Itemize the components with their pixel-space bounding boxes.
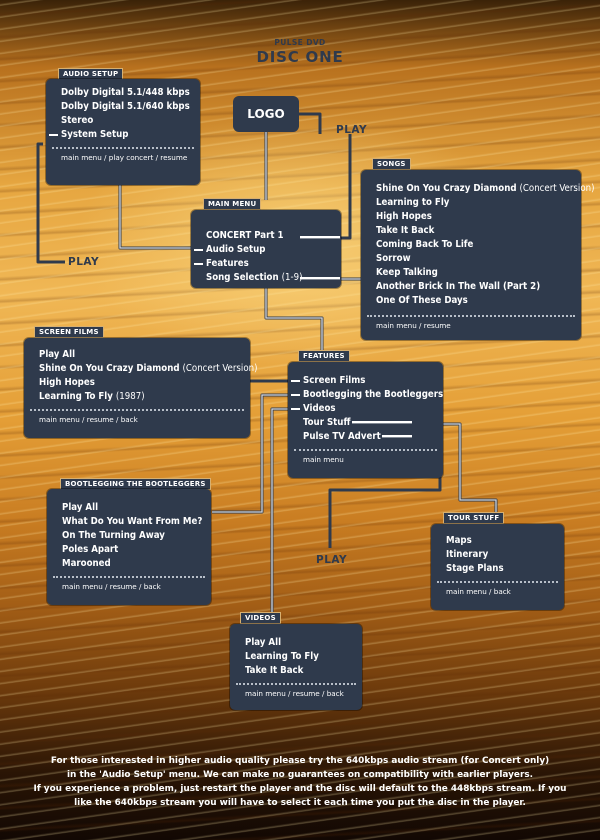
play-label-middle: PLAY <box>316 554 348 566</box>
screen-film-item[interactable]: Learning To Fly (1987) <box>39 391 145 402</box>
selector-dash <box>291 380 300 382</box>
bottom-note: For those interested in higher audio qua… <box>20 754 580 810</box>
header-small-title: PULSE DVD <box>274 38 326 47</box>
screen-films-footer[interactable]: main menu / resume / back <box>39 415 138 424</box>
bottom-note-line: like the 640kbps stream you will have to… <box>74 798 526 808</box>
divider <box>294 449 437 451</box>
features-footer[interactable]: main menu <box>303 455 344 464</box>
audio-option-448[interactable]: Dolby Digital 5.1/448 kbps <box>61 87 190 98</box>
selector-dash <box>49 134 58 136</box>
audio-option-stereo[interactable]: Stereo <box>61 115 94 126</box>
logo-node[interactable]: LOGO <box>233 96 299 132</box>
main-menu-concert[interactable]: CONCERT Part 1 <box>206 230 284 241</box>
songs-tag: SONGS <box>372 158 411 170</box>
main-menu-audio-setup[interactable]: Audio Setup <box>194 243 329 257</box>
tour-stuff-panel: Maps Itinerary Stage Plans main menu / b… <box>431 524 564 610</box>
screen-film-item[interactable]: Shine On You Crazy Diamond (Concert Vers… <box>39 363 258 374</box>
divider <box>437 581 558 583</box>
screen-film-item[interactable]: High Hopes <box>39 377 95 388</box>
play-label-left: PLAY <box>68 256 100 268</box>
audio-setup-footer[interactable]: main menu / play concert / resume <box>61 153 188 162</box>
audio-option-640[interactable]: Dolby Digital 5.1/640 kbps <box>61 101 190 112</box>
bottom-note-line: in the 'Audio Setup' menu. We can make n… <box>67 770 533 780</box>
divider <box>53 576 205 578</box>
selector-dash <box>194 263 203 265</box>
bootleg-item[interactable]: Marooned <box>62 558 111 569</box>
bootlegging-footer[interactable]: main menu / resume / back <box>62 582 161 591</box>
video-item[interactable]: Play All <box>245 637 282 648</box>
main-menu-song-selection[interactable]: Song Selection (1-9) <box>206 272 303 283</box>
videos-panel: Play All Learning To Fly Take It Back ma… <box>230 624 362 710</box>
divider <box>236 683 356 685</box>
audio-option-system-setup[interactable]: System Setup <box>49 128 188 142</box>
feature-screen-films[interactable]: Screen Films <box>291 374 431 388</box>
audio-setup-panel: Dolby Digital 5.1/448 kbps Dolby Digital… <box>46 79 200 185</box>
tour-item[interactable]: Maps <box>446 535 472 546</box>
play-label-top: PLAY <box>336 124 368 136</box>
selector-dash <box>291 408 300 410</box>
selector-dash <box>291 394 300 396</box>
song-item[interactable]: Shine On You Crazy Diamond (Concert Vers… <box>376 183 595 194</box>
tour-item[interactable]: Stage Plans <box>446 563 504 574</box>
tour-item[interactable]: Itinerary <box>446 549 489 560</box>
song-item[interactable]: High Hopes <box>376 211 432 222</box>
bootleg-item[interactable]: Poles Apart <box>62 544 119 555</box>
features-tag: FEATURES <box>298 350 350 362</box>
video-item[interactable]: Learning To Fly <box>245 651 319 662</box>
videos-tag: VIDEOS <box>240 612 281 624</box>
screen-film-item[interactable]: Play All <box>39 349 76 360</box>
tour-stuff-tag: TOUR STUFF <box>443 512 505 524</box>
divider <box>367 315 575 317</box>
song-item[interactable]: Another Brick In The Wall (Part 2) <box>376 281 541 292</box>
bootleg-item[interactable]: What Do You Want From Me? <box>62 516 203 527</box>
selector-dash <box>194 249 203 251</box>
songs-panel: Shine On You Crazy Diamond (Concert Vers… <box>361 170 595 340</box>
bootlegging-panel: Play All What Do You Want From Me? On Th… <box>47 489 211 605</box>
song-item[interactable]: Learning to Fly <box>376 197 450 208</box>
main-menu-tag: MAIN MENU <box>203 198 262 210</box>
divider <box>30 409 244 411</box>
divider <box>52 147 194 149</box>
main-menu-features[interactable]: Features <box>194 257 329 271</box>
feature-tour-stuff[interactable]: Tour Stuff <box>303 417 351 428</box>
bottom-note-line: If you experience a problem, just restar… <box>33 784 567 794</box>
videos-footer[interactable]: main menu / resume / back <box>245 689 344 698</box>
bottom-note-line: For those interested in higher audio qua… <box>50 756 550 766</box>
feature-videos[interactable]: Videos <box>291 402 431 416</box>
song-item[interactable]: One Of These Days <box>376 295 468 306</box>
header-disc-title: DISC ONE <box>256 48 344 66</box>
song-item[interactable]: Keep Talking <box>376 267 438 278</box>
features-panel: Screen Films Bootlegging the Bootleggers… <box>288 362 443 478</box>
song-item[interactable]: Coming Back To Life <box>376 239 474 250</box>
video-item[interactable]: Take It Back <box>245 665 304 676</box>
tour-stuff-footer[interactable]: main menu / back <box>446 587 511 596</box>
bootleg-item[interactable]: Play All <box>62 502 99 513</box>
screen-films-panel: Play All Shine On You Crazy Diamond (Con… <box>24 338 258 438</box>
screen-films-tag: SCREEN FILMS <box>34 326 104 338</box>
song-item[interactable]: Sorrow <box>376 253 411 264</box>
feature-pulse-tv-advert[interactable]: Pulse TV Advert <box>303 431 381 442</box>
song-item[interactable]: Take It Back <box>376 225 435 236</box>
feature-bootlegging[interactable]: Bootlegging the Bootleggers <box>291 388 443 402</box>
main-menu-panel: CONCERT Part 1 Audio Setup Features Song… <box>191 210 341 288</box>
songs-footer[interactable]: main menu / resume <box>376 321 451 330</box>
bootleg-item[interactable]: On The Turning Away <box>62 530 165 541</box>
